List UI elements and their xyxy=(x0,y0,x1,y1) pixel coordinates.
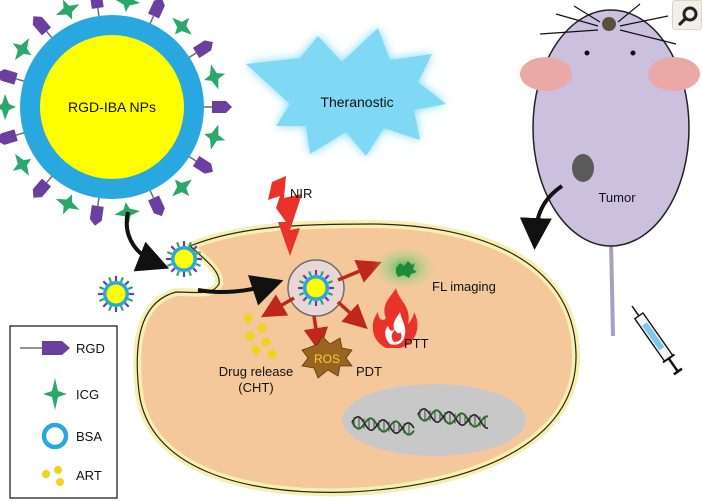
fl-signal-icon xyxy=(396,261,417,278)
cell-body xyxy=(133,219,581,497)
tumor-arrow xyxy=(519,184,564,250)
icg-molecule xyxy=(0,94,16,120)
endocytosis-arrow xyxy=(197,275,284,306)
bsa-ring-icon xyxy=(41,422,69,450)
nanoparticle-label: RGD-IBA NPs xyxy=(68,99,156,115)
nanoparticle-core xyxy=(40,35,184,179)
mouse-tail xyxy=(609,239,615,337)
legend: RGD ICG BSA ART xyxy=(9,325,118,499)
mouse-whiskers xyxy=(539,3,677,45)
np-arrow xyxy=(124,211,170,272)
mouse-ear-left xyxy=(520,57,572,91)
icg-molecule xyxy=(172,179,192,197)
magnifier-icon xyxy=(678,6,698,26)
art-dots-icon xyxy=(42,466,64,486)
icg-molecule xyxy=(204,124,226,150)
tumor-label: Tumor xyxy=(598,190,636,205)
drug-release-label: Drug release xyxy=(219,364,293,379)
rgd-ligand xyxy=(89,195,104,226)
mouse-nose xyxy=(602,17,616,31)
dna-strand xyxy=(417,407,489,430)
legend-label-icg: ICG xyxy=(76,387,99,402)
legend-label-rgd: RGD xyxy=(76,341,105,356)
legend-box xyxy=(9,325,118,499)
nir-label: NIR xyxy=(290,186,312,201)
tumor-cell xyxy=(133,219,581,497)
tumor-spot xyxy=(572,154,594,182)
large-nanoparticle: RGD-IBA NPs xyxy=(0,0,232,226)
icg-molecule xyxy=(12,153,32,176)
drug-dots-icon xyxy=(243,313,277,359)
theranostic-label: Theranostic xyxy=(320,94,393,110)
legend-label-art: ART xyxy=(76,468,102,483)
icg-molecule xyxy=(114,0,141,12)
small-nanoparticle xyxy=(98,276,134,312)
theranostic-burst: Theranostic xyxy=(246,28,446,156)
fl-imaging-label: FL imaging xyxy=(432,279,496,294)
mouse-eye-left xyxy=(584,50,590,56)
internalized-nanoparticle xyxy=(298,270,334,306)
icg-molecule xyxy=(55,194,80,215)
icg-molecule xyxy=(55,0,80,20)
dna-strand xyxy=(351,415,415,436)
syringe-icon xyxy=(631,305,683,376)
small-nanoparticle xyxy=(166,241,202,277)
mouse: Tumor xyxy=(520,3,700,337)
nanoparticle-ligands xyxy=(0,0,232,226)
zoom-search-button[interactable] xyxy=(672,0,702,30)
legend-label-bsa: BSA xyxy=(76,429,102,444)
mouse-body xyxy=(532,9,690,247)
icg-molecule xyxy=(172,17,192,35)
drug-release-sublabel: (CHT) xyxy=(238,380,273,395)
mouse-ear-right xyxy=(648,57,700,91)
ros-label: ROS xyxy=(314,352,340,366)
effect-arrows xyxy=(260,260,382,353)
pdt-label: PDT xyxy=(356,364,382,379)
ros-burst-icon xyxy=(301,335,353,379)
icg-molecule xyxy=(204,64,226,90)
nir-lightning-icon xyxy=(268,176,302,256)
ptt-label: PTT xyxy=(404,336,429,351)
icg-molecule xyxy=(12,38,32,61)
icg-star-icon xyxy=(43,378,67,410)
flame-icon xyxy=(372,288,418,348)
rgd-ligand-icon xyxy=(20,341,70,355)
mouse-eye-right xyxy=(630,50,636,56)
rgd-ligand xyxy=(202,101,232,113)
